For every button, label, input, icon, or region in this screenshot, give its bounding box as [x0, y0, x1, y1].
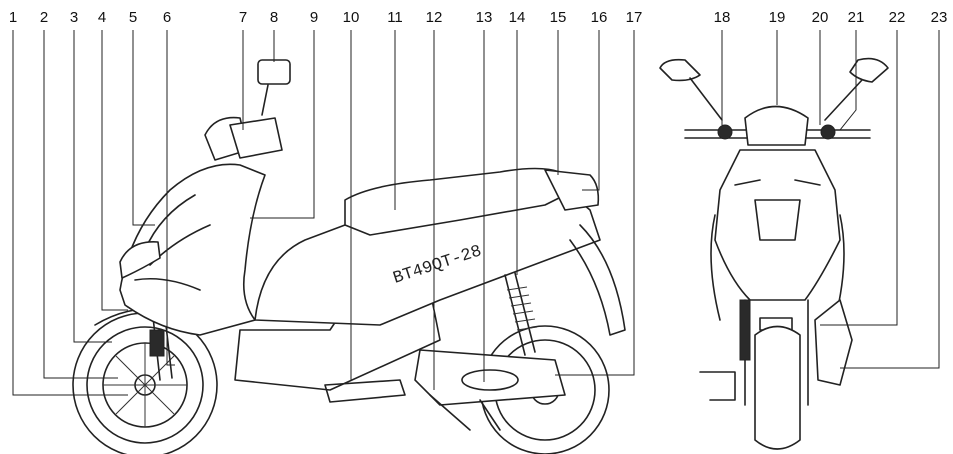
callout-2: 2 [40, 9, 48, 26]
callout-8: 8 [270, 9, 278, 26]
side-stand [324, 379, 406, 403]
left-mirror [659, 58, 701, 82]
callout-19: 19 [769, 9, 786, 26]
callout-18: 18 [714, 9, 731, 26]
front-shield [714, 149, 841, 301]
callout-16: 16 [591, 9, 608, 26]
callout-22: 22 [889, 9, 906, 26]
handlebar-cover [229, 117, 283, 159]
right-mirror [849, 57, 889, 83]
callout-1: 1 [9, 9, 17, 26]
callout-14: 14 [509, 9, 526, 26]
right-switch [820, 124, 836, 140]
callout-4: 4 [98, 9, 106, 26]
callout-10: 10 [343, 9, 360, 26]
leader-lines [12, 30, 940, 396]
callout-17: 17 [626, 9, 643, 26]
callout-15: 15 [550, 9, 567, 26]
front-tyre [754, 325, 801, 450]
front-stand [699, 371, 736, 401]
callout-13: 13 [476, 9, 493, 26]
scooter-front-view [659, 57, 889, 450]
mirror [257, 59, 291, 85]
left-shock [739, 299, 751, 361]
scooter-side-view: BT49QT-28 [72, 59, 626, 454]
rear-mudguard [569, 224, 626, 336]
left-switch [717, 124, 733, 140]
tail-light [544, 169, 600, 211]
callout-23: 23 [931, 9, 948, 26]
front-fairing [119, 163, 266, 336]
headlight [119, 241, 161, 279]
callout-7: 7 [239, 9, 247, 26]
callout-6: 6 [163, 9, 171, 26]
callout-numbers: 1 2 3 4 5 6 7 8 9 10 11 12 13 14 15 16 1… [9, 9, 948, 26]
center-stand [429, 394, 501, 431]
muffler [814, 299, 853, 386]
callout-5: 5 [129, 9, 137, 26]
callout-21: 21 [848, 9, 865, 26]
callout-20: 20 [812, 9, 829, 26]
engine-swingarm [414, 349, 566, 406]
callout-11: 11 [387, 9, 403, 26]
callout-3: 3 [70, 9, 78, 26]
front-shock [149, 329, 165, 357]
callout-9: 9 [310, 9, 318, 26]
callout-12: 12 [426, 9, 443, 26]
front-headlight [744, 105, 809, 146]
